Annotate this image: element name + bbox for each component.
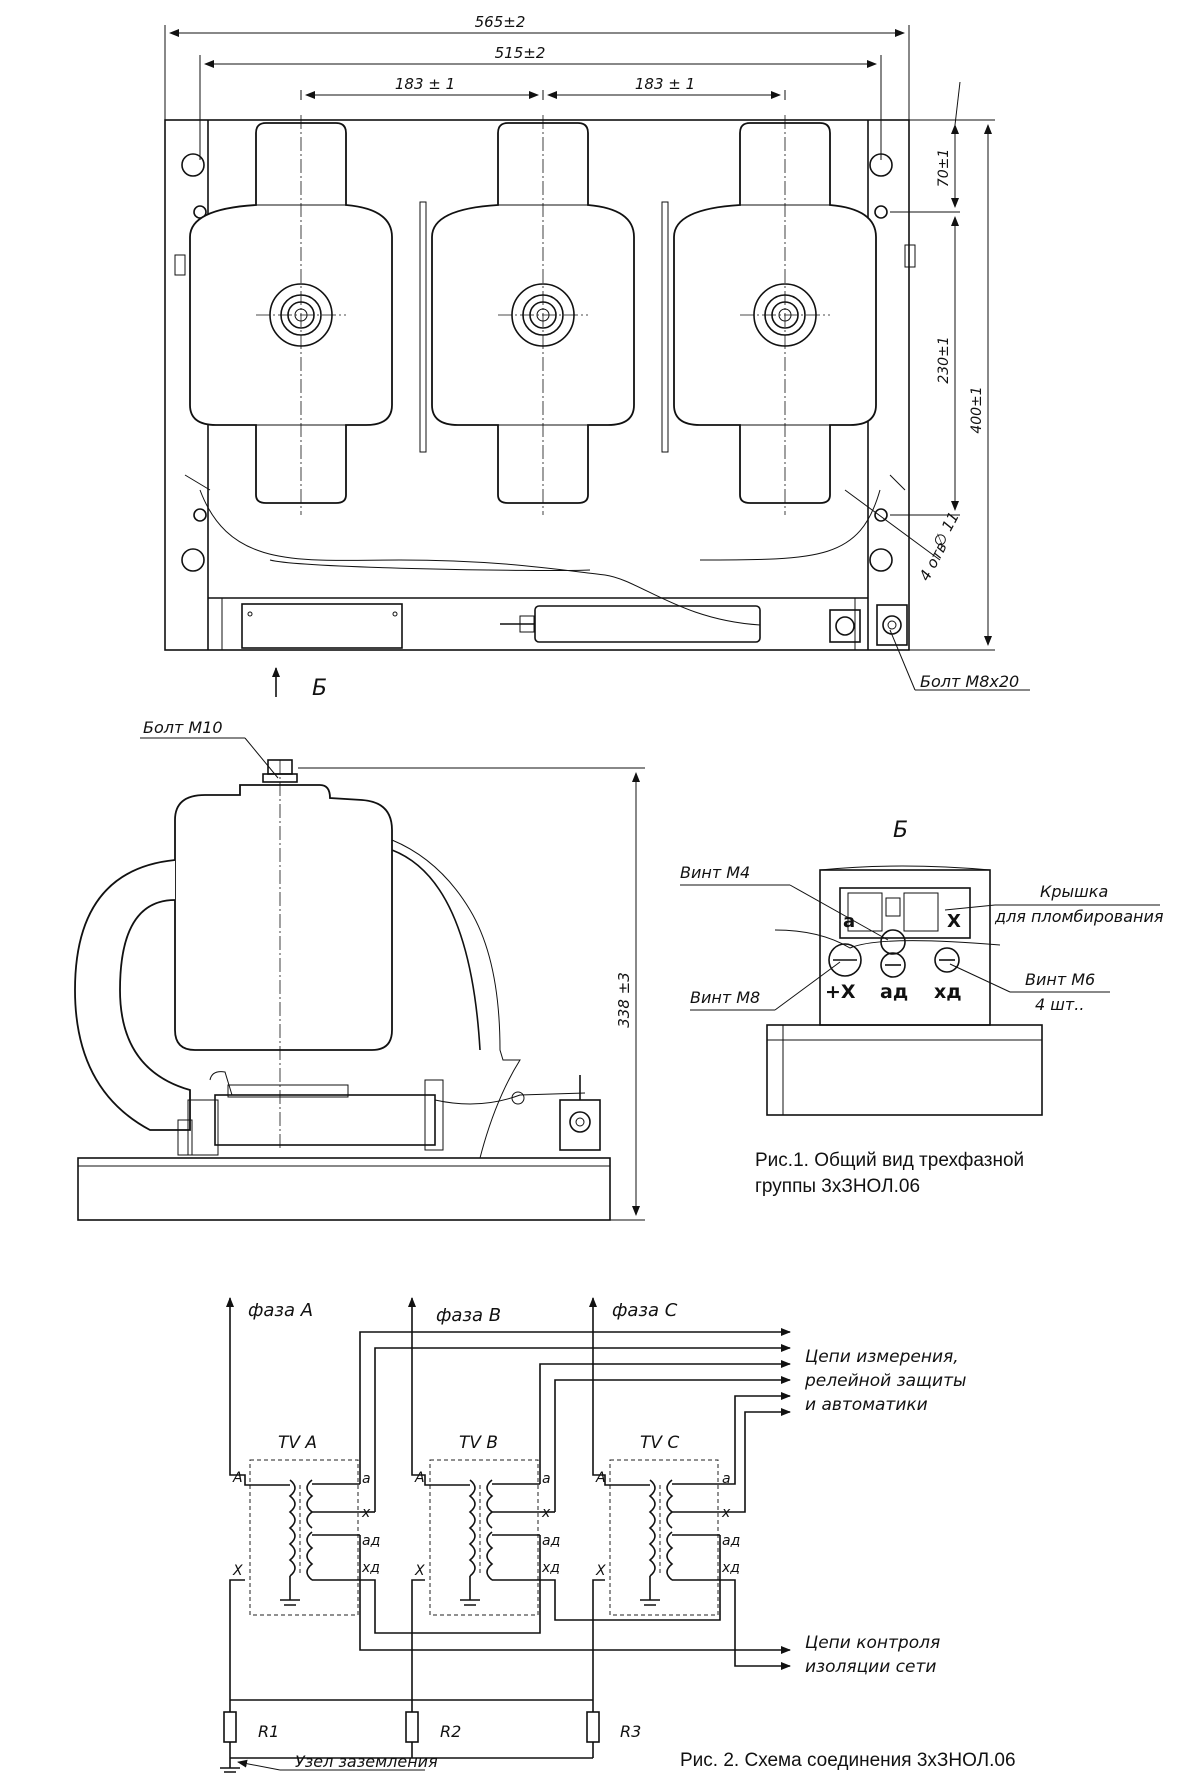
pin-a-upper-a: A — [232, 1470, 243, 1486]
dim-overall-depth: 400±1 — [969, 386, 985, 433]
top-view: 565±2 515±2 183 ± 1 183 ± 1 70±1 230±1 4… — [164, 13, 1030, 701]
measure-circuits-1: Цепи измерения, — [805, 1347, 959, 1367]
pin-x-upper-c: X — [595, 1563, 606, 1579]
side-view: Болт М10 338 ±3 — [74, 718, 645, 1221]
phase-c-label: фаза С — [612, 1300, 678, 1321]
cover-label-2: для пломбирования — [994, 907, 1164, 926]
dim-mount-width: 515±2 — [495, 44, 546, 62]
pin-xd-a: xд — [361, 1560, 380, 1576]
pin-a-lower-a: a — [362, 1471, 371, 1487]
fig2-caption: Рис. 2. Схема соединения 3хЗНОЛ.06 — [680, 1748, 1016, 1774]
cover-label: Крышка — [1040, 882, 1108, 901]
resistor-r3-label: R3 — [620, 1722, 641, 1741]
tv-b-box — [429, 1459, 539, 1616]
pin-x-lower-b: x — [541, 1505, 551, 1521]
fig1-caption-line2: группы 3хЗНОЛ.06 — [755, 1176, 921, 1197]
pin-x-upper-a: X — [232, 1563, 243, 1579]
measure-circuits-2: релейной защиты — [804, 1371, 966, 1391]
side-base — [77, 1157, 611, 1221]
view-b-title: Б — [893, 818, 908, 843]
pin-a-lower-b: a — [542, 1471, 551, 1487]
dim-pitch-left: 183 ± 1 — [395, 75, 455, 93]
tv-c-label: TV C — [640, 1433, 679, 1453]
phase-b-label: фаза В — [436, 1305, 501, 1326]
pin-a-lower-c: a — [722, 1471, 731, 1487]
pin-x-lower-a: x — [361, 1505, 371, 1521]
dim-hole-pitch: 230±1 — [936, 336, 952, 383]
dimension-lines — [164, 25, 1030, 691]
schematic: фаза А фаза В фаза С TV A TV B TV C A X … — [220, 1297, 966, 1773]
transformer-body-c — [673, 114, 877, 516]
fig1-caption-line1: Рис.1. Общий вид трехфазной — [755, 1150, 1025, 1171]
nameplate — [241, 603, 403, 649]
pin-a-upper-c: A — [595, 1470, 606, 1486]
terminal-x: X — [947, 911, 961, 932]
resistor-r2-label: R2 — [440, 1722, 461, 1741]
tv-a-box — [249, 1459, 359, 1616]
resistor-r3 — [586, 1711, 600, 1743]
dim-top-offset: 70±1 — [936, 149, 952, 187]
insulation-circuits-1: Цепи контроля — [805, 1633, 940, 1653]
resistor-r1 — [223, 1711, 237, 1743]
view-b-marker: Б — [312, 676, 327, 701]
terminal-ad: aд — [880, 981, 908, 1003]
phase-a-label: фаза А — [248, 1300, 313, 1321]
pin-ad-b: aд — [542, 1533, 560, 1549]
pin-ad-a: aд — [362, 1533, 380, 1549]
fig1-caption: Рис.1. Общий вид трехфазной группы 3хЗНО… — [755, 1148, 1024, 1200]
screw-m6-label: Винт М6 — [1025, 970, 1095, 989]
tv-c-box — [609, 1459, 719, 1616]
pin-xd-c: xд — [721, 1560, 740, 1576]
dim-overall-width: 565±2 — [475, 13, 526, 31]
ground-terminal — [829, 609, 861, 643]
ground-node-label: Узел заземления — [295, 1752, 438, 1771]
resistor-assembly — [534, 605, 761, 643]
transformer-body-a — [189, 114, 393, 516]
pin-x-lower-c: x — [721, 1505, 731, 1521]
transformer-body-b — [431, 114, 635, 516]
terminal-plus-x: +X — [825, 981, 856, 1003]
insulation-circuits-2: изоляции сети — [805, 1657, 936, 1677]
bolt-m8-label: Болт М8х20 — [920, 672, 1019, 691]
pin-ad-c: aд — [722, 1533, 740, 1549]
base-frame — [164, 119, 910, 651]
pin-xd-b: xд — [541, 1560, 560, 1576]
dim-pitch-right: 183 ± 1 — [635, 75, 695, 93]
measure-circuits-3: и автоматики — [805, 1395, 928, 1415]
resistor-side — [214, 1094, 436, 1146]
fig2-caption-text: Рис. 2. Схема соединения 3хЗНОЛ.06 — [680, 1750, 1016, 1771]
terminal-a: a — [843, 911, 855, 932]
dim-height: 338 ±3 — [615, 972, 633, 1028]
screw-m6-qty: 4 шт.. — [1035, 995, 1084, 1014]
screw-m4-label: Винт М4 — [680, 863, 750, 882]
bolt-m10-label: Болт М10 — [143, 718, 223, 737]
pin-x-upper-b: X — [414, 1563, 425, 1579]
tv-b-label: TV B — [459, 1433, 498, 1453]
screw-m8-label: Винт М8 — [690, 988, 760, 1007]
view-b-detail: Б a X +X aд xд Винт М4 Крышка для пломби… — [680, 818, 1164, 1116]
resistor-r1-label: R1 — [258, 1722, 279, 1741]
terminal-xd: xд — [934, 981, 962, 1003]
pin-a-upper-b: A — [414, 1470, 425, 1486]
tv-a-label: TV A — [278, 1433, 317, 1453]
resistor-r2 — [405, 1711, 419, 1743]
